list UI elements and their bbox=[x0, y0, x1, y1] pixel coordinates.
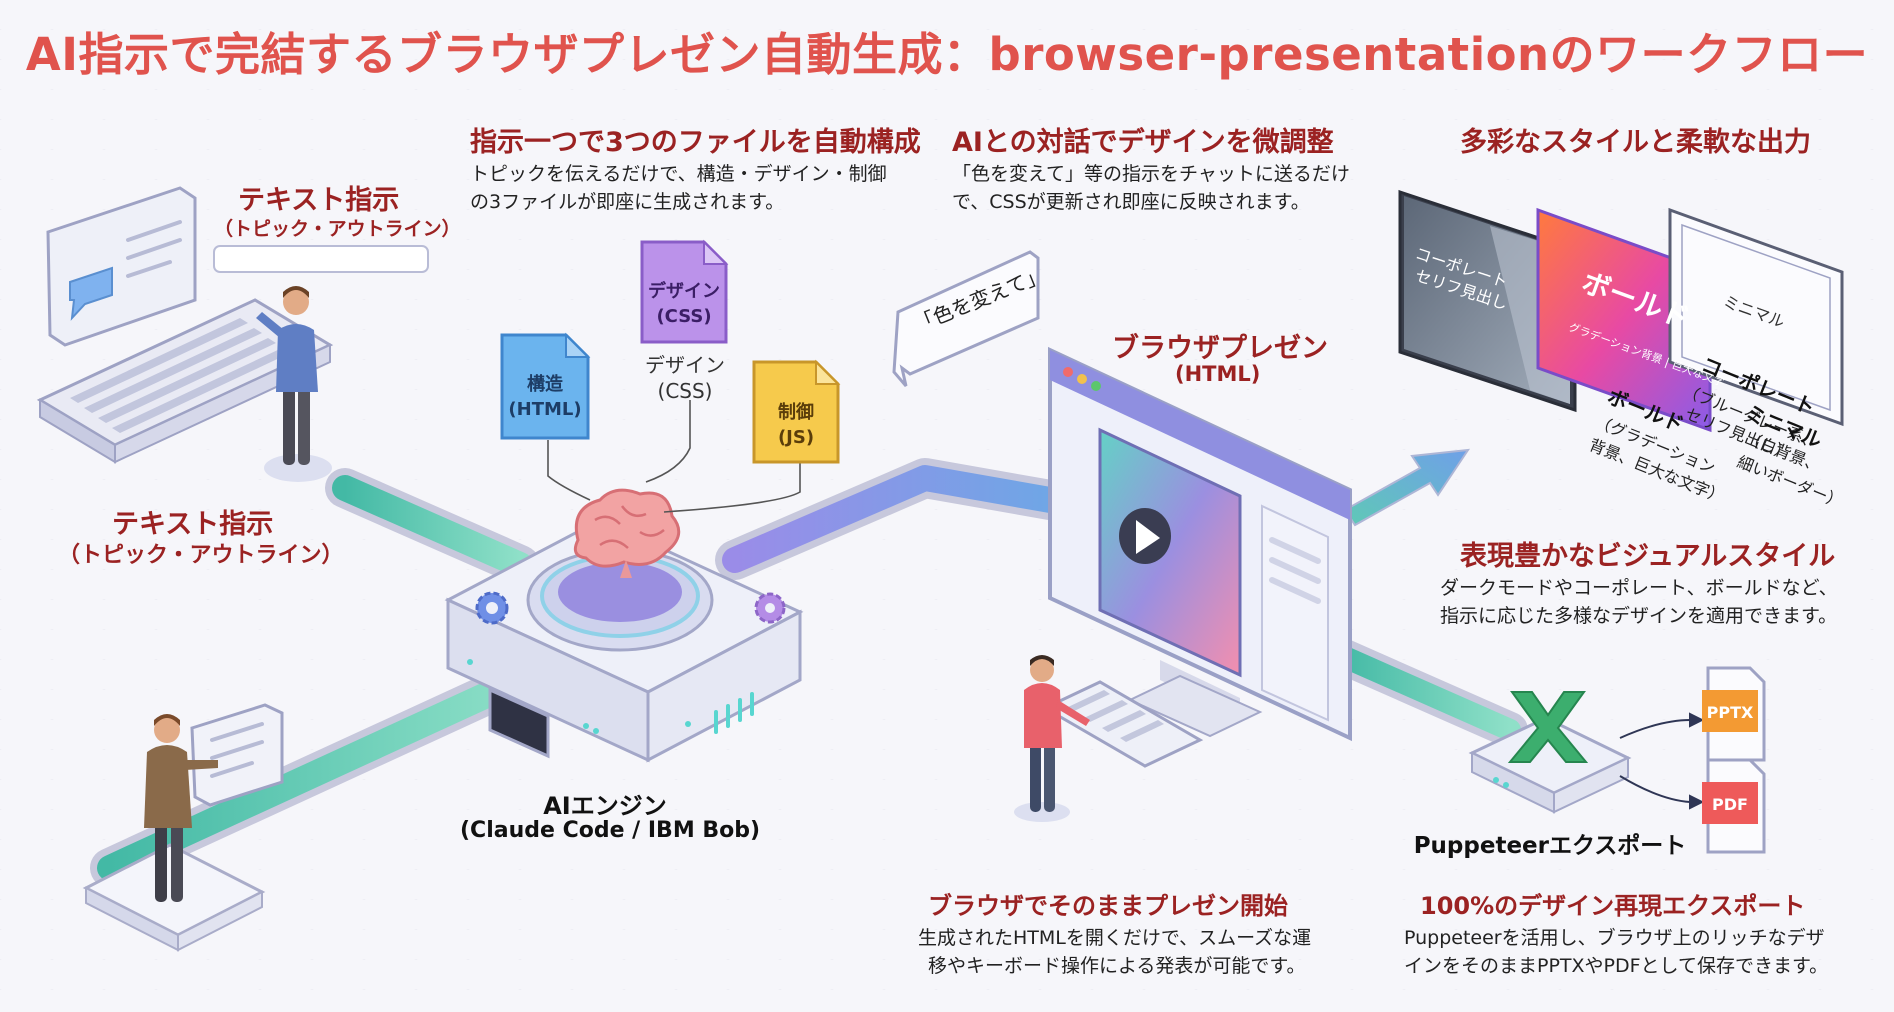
file-js-label: 制御 bbox=[778, 401, 814, 423]
section-files-desc-2: の3ファイルが即座に生成されます。 bbox=[470, 191, 785, 213]
keyboard-icon bbox=[36, 298, 334, 464]
section-export-heading: 100%のデザイン再現エクスポート bbox=[1420, 892, 1806, 920]
file-icon-pptx bbox=[1702, 666, 1766, 762]
pipe-engine-to-browser bbox=[715, 458, 1070, 580]
style-card-bold bbox=[1536, 207, 1712, 433]
section-visual-heading: 表現豊かなビジュアルスタイル bbox=[1460, 541, 1836, 572]
pipe-engine-left bbox=[325, 468, 540, 585]
person-icon bbox=[144, 714, 218, 902]
pptx-label: PPTX bbox=[1707, 703, 1754, 722]
page-title: AI指示で完結するブラウザプレゼン自動生成：browser-presentati… bbox=[25, 28, 1869, 81]
file-icon-html bbox=[500, 332, 591, 440]
person-icon bbox=[256, 286, 332, 482]
file-css-sub: (CSS) bbox=[656, 306, 711, 327]
gear-icon bbox=[475, 591, 509, 625]
input-label-top-sub: （トピック・アウトライン） bbox=[214, 218, 461, 240]
section-export-desc-2: インをそのままPPTXやPDFとして保存できます。 bbox=[1404, 955, 1829, 977]
person-icon bbox=[1014, 655, 1090, 822]
file-icon-css bbox=[640, 239, 729, 344]
section-present-desc-1: 生成されたHTMLを開くだけで、スムーズな運 bbox=[918, 927, 1312, 949]
section-styles-heading: 多彩なスタイルと柔軟な出力 bbox=[1460, 127, 1811, 158]
excel-x-icon bbox=[1507, 691, 1589, 763]
engine-label: AIエンジン bbox=[543, 792, 667, 820]
browser-label: ブラウザプレゼン bbox=[1112, 333, 1328, 364]
play-icon bbox=[1119, 508, 1171, 564]
engine-sub: (Claude Code / IBM Bob) bbox=[460, 818, 761, 843]
input-label-top: テキスト指示 bbox=[238, 185, 400, 216]
section-chat-desc-2: で、CSSが更新され即座に反映されます。 bbox=[952, 191, 1310, 213]
section-present-heading: ブラウザでそのままプレゼン開始 bbox=[928, 892, 1288, 920]
file-icon-js bbox=[752, 359, 841, 464]
file-html-sub: (HTML) bbox=[508, 399, 581, 420]
input-label-bottom: テキスト指示 bbox=[112, 509, 274, 540]
section-present-desc-2: 移やキーボード操作による発表が可能です。 bbox=[928, 955, 1306, 977]
file-html-label: 構造 bbox=[527, 373, 563, 395]
section-files-heading: 指示一つで3つのファイルを自動構成 bbox=[470, 127, 921, 158]
file-icon-pdf bbox=[1702, 758, 1766, 854]
pipe-browser-to-export bbox=[1322, 637, 1528, 748]
section-visual-desc-2: 指示に応じた多様なデザインを適用できます。 bbox=[1440, 605, 1838, 627]
input-label-bottom-sub: （トピック・アウトライン） bbox=[58, 543, 344, 568]
section-chat-desc-1: 「色を変えて」等の指示をチャットに送るだけ bbox=[952, 163, 1350, 185]
browser-sub: (HTML) bbox=[1175, 362, 1261, 386]
section-export-desc-1: Puppeteerを活用し、ブラウザ上のリッチなデザ bbox=[1404, 927, 1825, 949]
arrow-icon bbox=[1343, 448, 1471, 527]
file-js-sub: (JS) bbox=[778, 427, 814, 448]
ai-engine-box bbox=[444, 518, 804, 763]
file-css-label: デザイン bbox=[648, 280, 720, 302]
css-caption-1: デザイン bbox=[645, 353, 725, 377]
section-chat-heading: AIとの対話でデザインを微調整 bbox=[952, 127, 1334, 158]
chat-bubble bbox=[892, 250, 1040, 387]
css-caption-2: (CSS) bbox=[657, 379, 713, 403]
chat-icon bbox=[190, 703, 284, 807]
browser-monitor bbox=[1048, 346, 1352, 742]
export-arrows bbox=[1619, 712, 1705, 810]
pdf-label: PDF bbox=[1712, 795, 1748, 814]
section-visual-desc-1: ダークモードやコーポレート、ボールドなど、 bbox=[1440, 577, 1838, 599]
keyboard-icon bbox=[1041, 680, 1204, 768]
chat-icon bbox=[46, 186, 197, 347]
topic-input-box bbox=[213, 245, 429, 273]
style-card-minimal bbox=[1668, 207, 1844, 427]
brain-icon bbox=[573, 488, 681, 578]
file-connectors bbox=[547, 400, 801, 513]
gear-icon bbox=[754, 592, 786, 624]
section-files-desc-1: トピックを伝えるだけで、構造・デザイン・制御 bbox=[470, 163, 887, 185]
export-label: Puppeteerエクスポート bbox=[1413, 833, 1687, 859]
export-platform bbox=[1468, 716, 1632, 814]
